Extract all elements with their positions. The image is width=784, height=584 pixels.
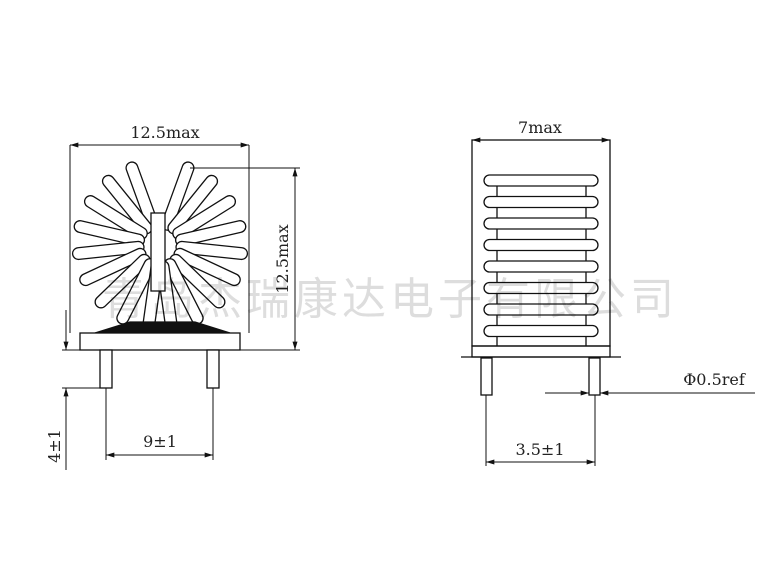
coil-turn <box>483 324 599 338</box>
watermark: 青岛杰瑞康达电子有限公司 <box>102 274 678 325</box>
pin-diameter-label: Φ0.5ref <box>683 370 746 389</box>
side-pitch-label: 3.5±1 <box>515 440 564 459</box>
side-pin-right <box>588 357 601 396</box>
winding-turn <box>80 249 146 285</box>
winding-turn <box>173 196 235 239</box>
winding-turn <box>176 221 246 246</box>
front-height-label: 12.5max <box>273 224 292 293</box>
coil-windings <box>483 174 599 338</box>
winding-turn <box>174 249 240 285</box>
side-width-label: 7max <box>518 118 562 137</box>
winding-turn <box>103 176 152 234</box>
pin-length-label: 4±1 <box>45 429 64 463</box>
core-center <box>150 212 166 292</box>
coil-turn <box>483 238 599 252</box>
side-pin-left <box>480 357 493 396</box>
pin-right <box>206 349 220 389</box>
winding-turn <box>170 255 225 308</box>
coil-turn <box>483 195 599 209</box>
winding-turn <box>168 176 217 234</box>
winding-turn <box>176 242 247 259</box>
toroid-coil <box>71 161 249 333</box>
coil-turn <box>483 260 599 273</box>
pin-left <box>99 349 113 389</box>
winding-turn <box>162 162 194 230</box>
coil-turn <box>483 303 599 316</box>
winding-turn <box>164 259 203 324</box>
winding-turn <box>85 196 147 239</box>
coil-turn <box>483 174 599 187</box>
coil-turn <box>483 217 599 230</box>
base-plate <box>79 332 241 351</box>
front-pitch-label: 9±1 <box>143 432 177 451</box>
front-view <box>62 142 300 470</box>
winding-turn <box>73 242 144 259</box>
front-width-label: 12.5max <box>130 123 199 142</box>
winding-turn <box>74 221 144 246</box>
coil-turn <box>483 281 599 295</box>
side-base <box>471 345 611 358</box>
winding-turn <box>117 259 156 324</box>
winding-turn <box>126 162 158 230</box>
side-view <box>461 137 755 466</box>
winding-turn <box>95 255 150 308</box>
